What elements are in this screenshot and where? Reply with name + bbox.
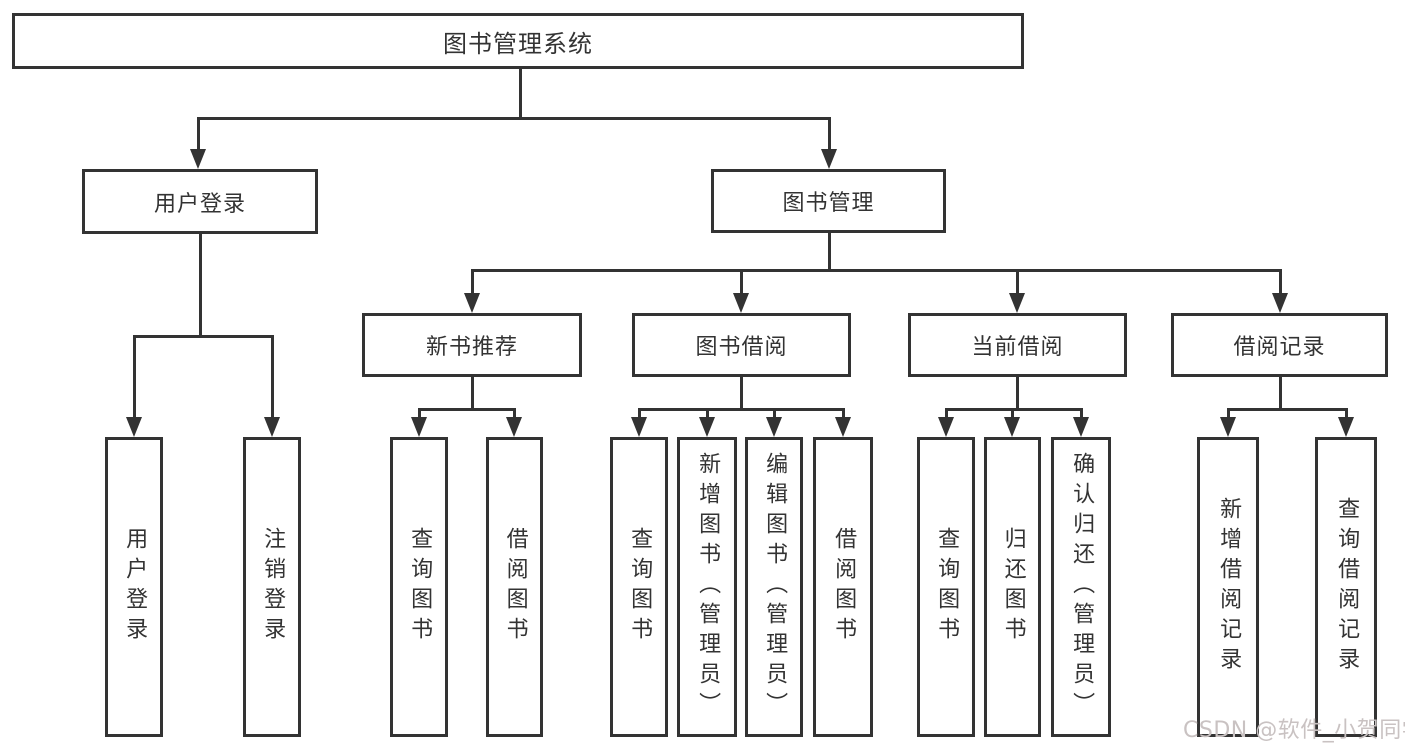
leaf-borrowing-edit-books-admin: 编辑图书（管理员）	[745, 437, 803, 737]
leaf-current-return-books-label: 归还图书	[1000, 527, 1026, 647]
leaf-recommend-query-books: 查询图书	[390, 437, 448, 737]
leaf-records-query-label: 查询借阅记录	[1334, 497, 1360, 677]
connector-line	[705, 409, 709, 422]
leaf-records-add: 新增借阅记录	[1197, 437, 1259, 737]
node-borrowing-records: 借阅记录	[1171, 313, 1388, 377]
leaf-user-login: 用户登录	[105, 437, 163, 737]
connector-line	[841, 409, 845, 422]
arrowhead-icon	[1272, 293, 1288, 313]
arrowhead-icon	[1220, 417, 1236, 437]
leaf-borrowing-add-books-admin: 新增图书（管理员）	[677, 437, 737, 737]
leaf-records-add-label: 新增借阅记录	[1216, 497, 1242, 677]
connector-line	[944, 407, 1083, 411]
connector-line	[512, 409, 516, 422]
connector-line	[739, 377, 743, 409]
connector-line	[1015, 377, 1019, 409]
connector-line	[1226, 409, 1230, 422]
arrowhead-icon	[631, 417, 647, 437]
connector-line	[470, 270, 474, 298]
connector-line	[944, 409, 948, 422]
arrowhead-icon	[821, 149, 837, 169]
connector-line	[1015, 270, 1019, 298]
leaf-borrowing-edit-books-admin-label: 编辑图书（管理员）	[762, 452, 788, 722]
arrowhead-icon	[126, 417, 142, 437]
arrowhead-icon	[1009, 293, 1025, 313]
arrowhead-icon	[1073, 417, 1089, 437]
connector-line	[637, 407, 845, 411]
arrowhead-icon	[733, 293, 749, 313]
connector-line	[1079, 409, 1083, 422]
connector-line	[1226, 407, 1348, 411]
connector-line	[417, 409, 421, 422]
connector-line	[1010, 409, 1014, 422]
connector-line	[1344, 409, 1348, 422]
arrowhead-icon	[464, 293, 480, 313]
leaf-logout: 注销登录	[243, 437, 301, 737]
leaf-user-login-label: 用户登录	[122, 527, 148, 647]
leaf-borrowing-query-books-label: 查询图书	[627, 527, 653, 647]
connector-line	[470, 268, 1282, 272]
arrowhead-icon	[938, 417, 954, 437]
leaf-current-confirm-return-admin: 确认归还（管理员）	[1051, 437, 1111, 737]
arrowhead-icon	[1338, 417, 1354, 437]
arrowhead-icon	[699, 417, 715, 437]
node-book-management: 图书管理	[711, 169, 946, 233]
connector-line	[198, 234, 202, 336]
connector-line	[470, 377, 474, 409]
arrowhead-icon	[766, 417, 782, 437]
leaf-borrowing-add-books-admin-label: 新增图书（管理员）	[695, 452, 721, 722]
csdn-watermark: CSDN @软件_小贺同学	[1183, 718, 1405, 743]
leaf-borrowing-borrow-books: 借阅图书	[813, 437, 873, 737]
leaf-borrowing-query-books: 查询图书	[610, 437, 668, 737]
arrowhead-icon	[190, 149, 206, 169]
leaf-borrowing-borrow-books-label: 借阅图书	[831, 527, 857, 647]
connector-line	[827, 233, 831, 270]
arrowhead-icon	[411, 417, 427, 437]
node-user-login: 用户登录	[82, 169, 318, 234]
leaf-records-query: 查询借阅记录	[1315, 437, 1377, 737]
arrowhead-icon	[835, 417, 851, 437]
connector-line	[196, 116, 831, 120]
connector-line	[1278, 270, 1282, 298]
connector-line	[637, 409, 641, 422]
leaf-recommend-borrow-books: 借阅图书	[486, 437, 543, 737]
node-new-book-recommend: 新书推荐	[362, 313, 582, 377]
leaf-current-return-books: 归还图书	[984, 437, 1041, 737]
leaf-current-query-books: 查询图书	[917, 437, 975, 737]
arrowhead-icon	[506, 417, 522, 437]
connector-line	[739, 270, 743, 298]
leaf-logout-label: 注销登录	[260, 527, 286, 647]
node-book-borrowing: 图书借阅	[632, 313, 851, 377]
connector-line	[772, 409, 776, 422]
leaf-recommend-borrow-books-label: 借阅图书	[502, 527, 528, 647]
connector-line	[1278, 377, 1282, 409]
leaf-recommend-query-books-label: 查询图书	[407, 527, 433, 647]
node-library-management-system: 图书管理系统	[12, 13, 1024, 69]
connector-line	[132, 336, 136, 422]
connector-line	[827, 118, 831, 152]
connector-line	[417, 407, 516, 411]
connector-line	[270, 336, 274, 422]
connector-line	[132, 334, 274, 338]
leaf-current-query-books-label: 查询图书	[934, 527, 960, 647]
arrowhead-icon	[1004, 417, 1020, 437]
arrowhead-icon	[264, 417, 280, 437]
connector-line	[518, 69, 522, 118]
connector-line	[196, 118, 200, 152]
node-current-borrowing: 当前借阅	[908, 313, 1127, 377]
leaf-current-confirm-return-admin-label: 确认归还（管理员）	[1069, 452, 1095, 722]
